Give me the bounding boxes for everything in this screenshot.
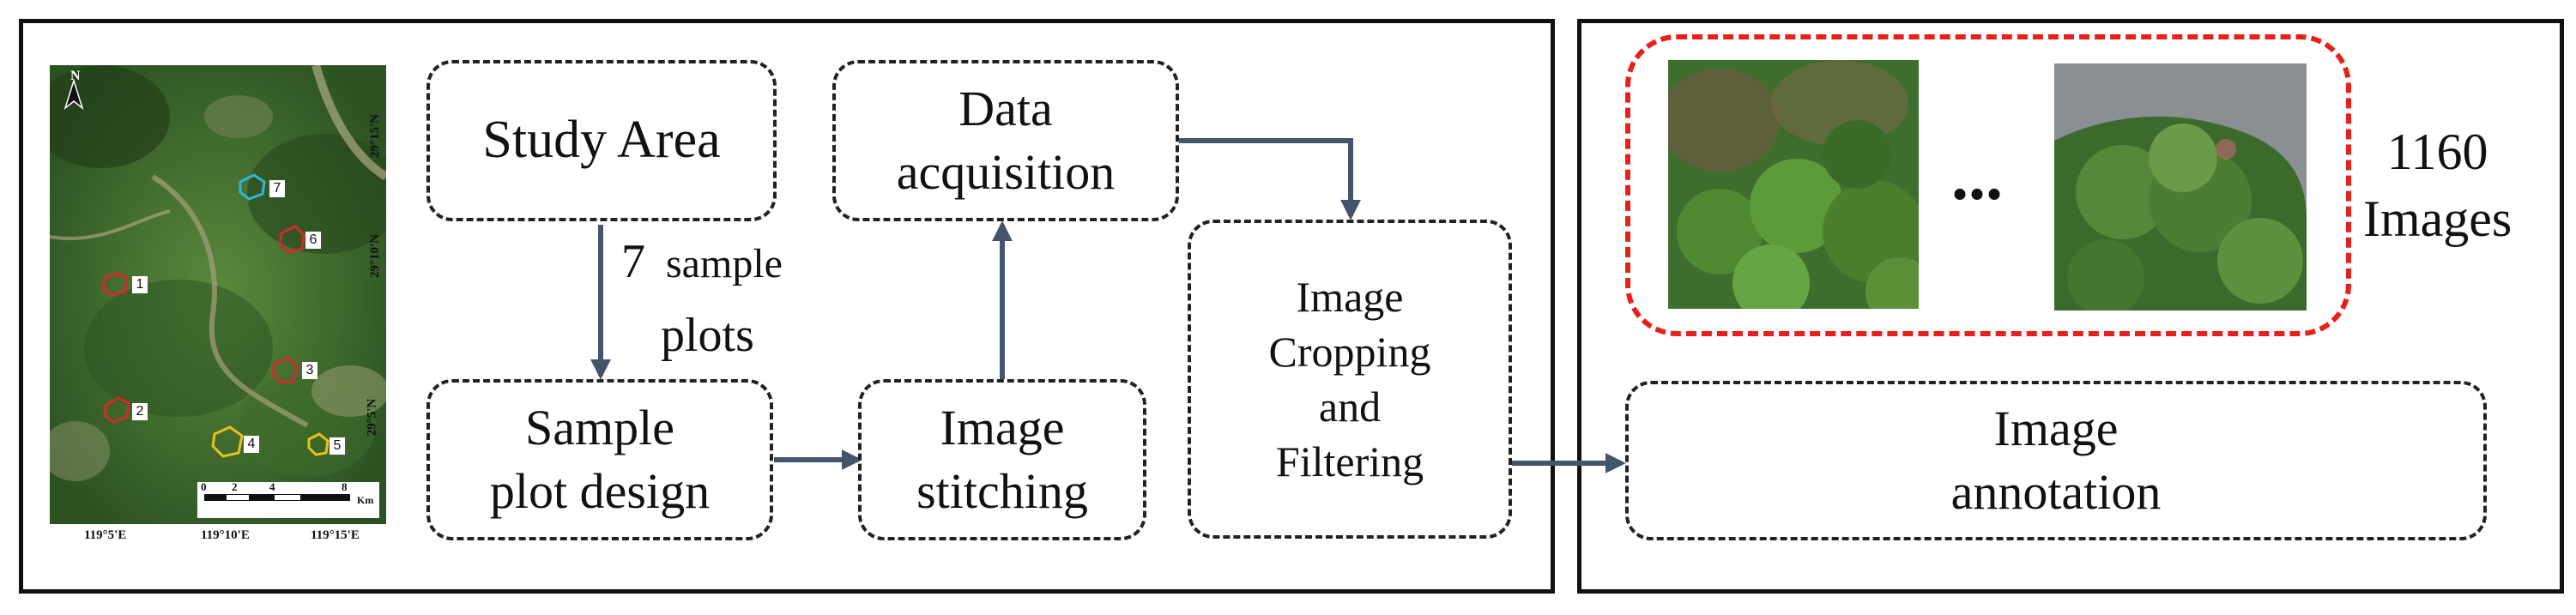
- scale-unit: Km: [357, 494, 374, 506]
- node-study-area: Study Area: [426, 60, 777, 221]
- sample-image-1: [1668, 60, 1919, 309]
- dataset-sample-group: [1625, 34, 2351, 336]
- node-sample-plot-design-label: Sample plot design: [489, 399, 711, 519]
- node-study-area-label: Study Area: [482, 111, 721, 170]
- map-x-tick-3: 119°15'E: [311, 528, 360, 542]
- node-image-annotation: Image annotation: [1625, 381, 2487, 540]
- plot-outline-7: [239, 173, 266, 201]
- workflow-panel-right: [1577, 19, 2564, 594]
- plot-label-4: 4: [244, 436, 259, 453]
- plot-label-6: 6: [305, 232, 321, 249]
- plot-outline-1: [101, 271, 129, 297]
- map-y-tick-3: 29°5'N: [365, 398, 379, 437]
- node-image-stitching-label: Image stitching: [916, 399, 1088, 519]
- north-label: N: [70, 69, 81, 83]
- scale-tick-0: 0: [201, 480, 207, 493]
- north-arrow-icon: [63, 78, 84, 111]
- map-y-tick-1: 29°15'N: [368, 114, 382, 158]
- dataset-count-label: 1160 Images: [2363, 124, 2513, 247]
- plot-label-1: 1: [132, 276, 148, 293]
- edge-label-sample: sample: [666, 241, 783, 286]
- plot-outline-5: [307, 432, 330, 456]
- plot-label-7: 7: [269, 180, 285, 197]
- node-data-acquisition: Data acquisition: [832, 60, 1179, 221]
- scale-tick-2: 2: [232, 480, 238, 493]
- workflow-panel-left: [19, 19, 1555, 594]
- plot-label-2: 2: [132, 403, 148, 420]
- satellite-image: [33, 63, 402, 524]
- node-image-cropping: Image Cropping and Filtering: [1188, 220, 1512, 539]
- dataset-ellipsis: ...: [1951, 139, 2003, 214]
- plot-label-3: 3: [302, 362, 317, 379]
- map-y-tick-2: 29°10'N: [368, 234, 382, 278]
- plot-label-5: 5: [330, 437, 345, 455]
- plot-outline-6: [278, 225, 305, 254]
- node-sample-plot-design: Sample plot design: [426, 379, 773, 540]
- edge-label-plots: plots: [661, 309, 754, 362]
- plot-outline-3: [271, 357, 299, 384]
- map-x-tick-2: 119°10'E: [201, 528, 250, 542]
- sample-image-2: [2054, 63, 2307, 311]
- study-area-map: N 0 2 4 8 Km 1 2 3 4 5 6 7: [33, 63, 402, 524]
- node-image-stitching: Image stitching: [858, 379, 1146, 540]
- plot-outline-4: [211, 425, 244, 458]
- node-image-cropping-label: Image Cropping and Filtering: [1268, 273, 1431, 485]
- edge-label-7: 7: [621, 235, 645, 288]
- node-data-acquisition-label: Data acquisition: [896, 80, 1116, 200]
- scale-tick-4: 4: [269, 480, 275, 493]
- map-x-tick-1: 119°5'E: [84, 528, 127, 542]
- scale-tick-8: 8: [342, 480, 348, 493]
- plot-outline-2: [103, 396, 130, 424]
- node-image-annotation-label: Image annotation: [1950, 400, 2162, 520]
